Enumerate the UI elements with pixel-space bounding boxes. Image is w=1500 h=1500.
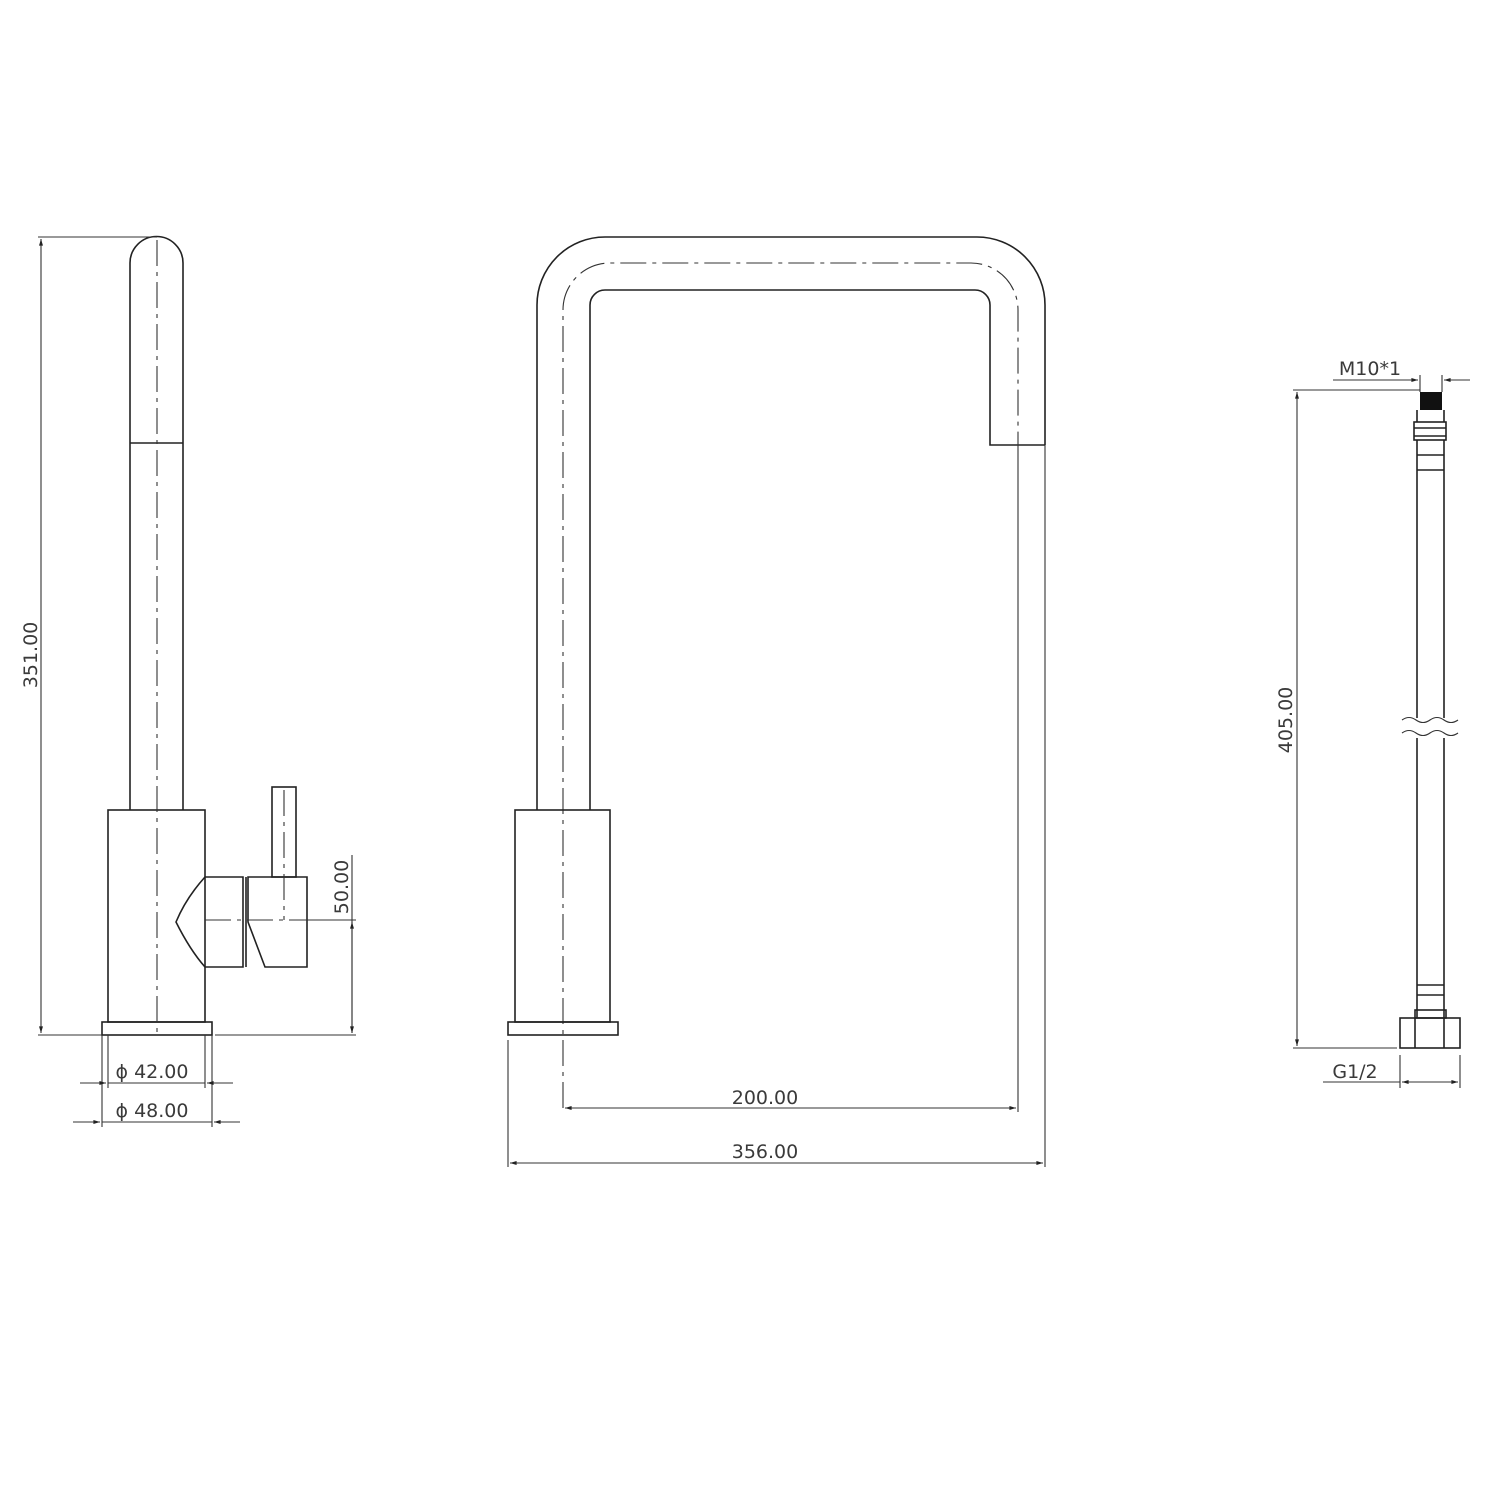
handle-height-dimension-label: 50.00	[331, 860, 353, 914]
hose-view: 405.00 M10*1 G1/2	[1275, 358, 1470, 1088]
handle-collar	[175, 876, 244, 968]
height-dimension-label: 351.00	[20, 622, 42, 688]
inner-diameter-label: ϕ 42.00	[116, 1061, 189, 1083]
top-thread-label: M10*1	[1339, 358, 1401, 380]
outer-diameter-label: ϕ 48.00	[116, 1100, 189, 1122]
bottom-thread-label: G1/2	[1332, 1061, 1377, 1083]
reach-dimension-label: 200.00	[732, 1087, 798, 1109]
handle-block	[247, 876, 308, 968]
hose-body	[1416, 440, 1445, 1018]
front-view: 200.00 356.00	[507, 236, 1046, 1167]
spout-inner	[589, 289, 1045, 810]
top-thread-fitting	[1420, 392, 1442, 410]
tap-base	[507, 1021, 619, 1036]
bottom-nut	[1399, 1017, 1461, 1049]
top-hex-nut	[1413, 421, 1447, 441]
spout-outer	[536, 236, 1046, 810]
length-dimension-label: 405.00	[1275, 687, 1297, 753]
break-symbol	[1401, 716, 1459, 737]
side-view: 351.00 50.00 ϕ 42.00 ϕ 48.00	[20, 235, 356, 1127]
width-dimension-label: 356.00	[732, 1141, 798, 1163]
